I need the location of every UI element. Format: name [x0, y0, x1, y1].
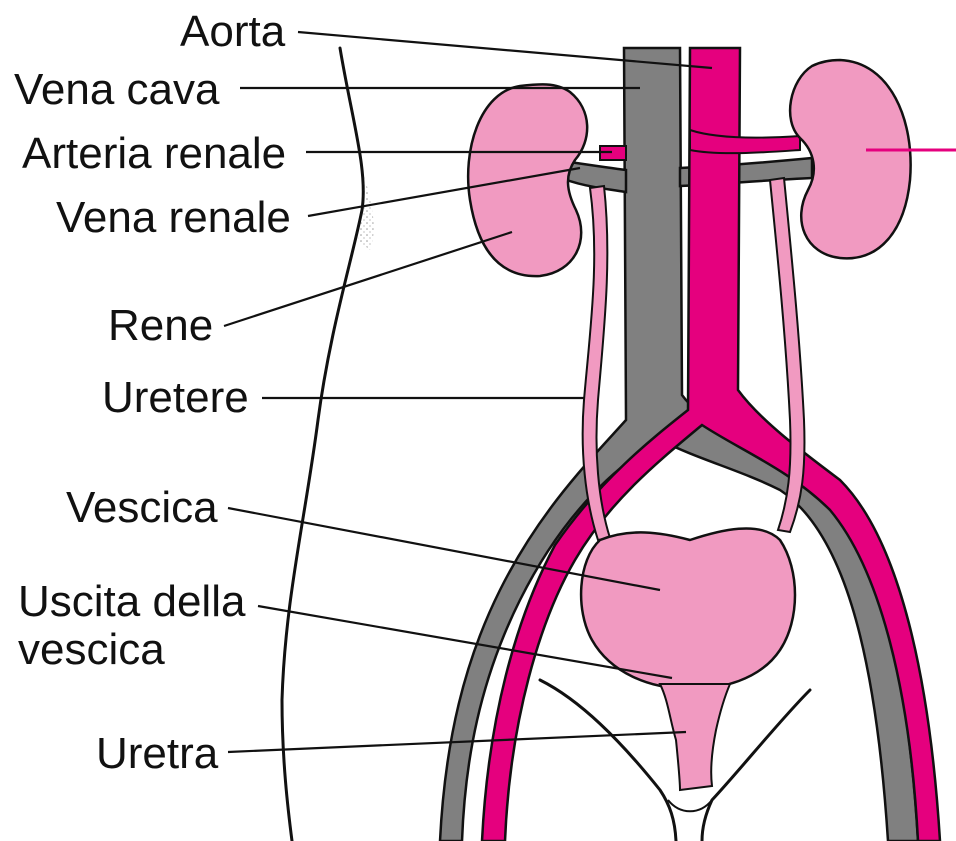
pelvis-center-curve: [668, 800, 712, 811]
label-uscita-line1: Uscita della: [18, 577, 246, 626]
body-shading: [358, 170, 374, 250]
label-uretra: Uretra: [96, 729, 219, 778]
label-vescica: Vescica: [66, 483, 218, 532]
label-uretere: Uretere: [102, 373, 249, 422]
bladder: [581, 528, 795, 688]
label-aorta: Aorta: [180, 7, 286, 56]
label-arteria-renale: Arteria renale: [22, 129, 286, 178]
label-vena-cava: Vena cava: [14, 65, 220, 114]
pelvis-left-line: [540, 680, 676, 841]
label-rene: Rene: [108, 301, 213, 350]
label-vena-renale: Vena renale: [56, 193, 291, 242]
label-uscita-line2: vescica: [18, 625, 165, 674]
urethra: [660, 684, 730, 790]
body-outline: [282, 48, 363, 841]
